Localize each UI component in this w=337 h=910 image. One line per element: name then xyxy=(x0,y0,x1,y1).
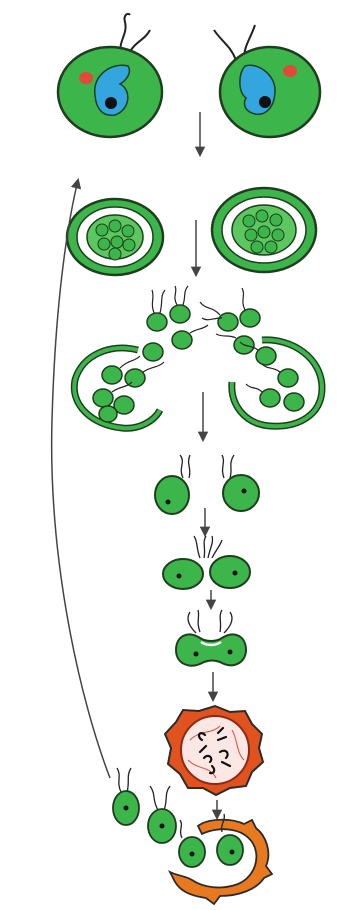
gamete-division-right xyxy=(212,188,316,272)
gamete xyxy=(102,366,122,384)
gamete xyxy=(99,406,117,422)
plasmogamy xyxy=(176,610,246,666)
flagellum xyxy=(117,768,121,792)
flagellum xyxy=(183,286,188,305)
flagellum xyxy=(189,455,190,478)
eyespot xyxy=(283,65,297,77)
flagellum xyxy=(152,290,154,313)
nucleus xyxy=(160,824,165,829)
daughter-cell xyxy=(109,220,121,232)
nucleus xyxy=(124,806,129,811)
flagellum xyxy=(194,536,200,558)
daughter-cell xyxy=(123,239,135,251)
flagellum xyxy=(164,786,170,810)
daughter-cell xyxy=(270,214,282,226)
daughter-cell xyxy=(272,229,284,241)
eyespot xyxy=(79,72,93,84)
daughter-cell xyxy=(109,248,121,260)
flagellum xyxy=(208,536,213,558)
flagellum xyxy=(180,820,182,838)
flagellum xyxy=(216,334,236,338)
gamete xyxy=(284,393,304,411)
daughter-cell xyxy=(258,226,270,238)
daughter-cell xyxy=(256,210,268,222)
gamete-release-right xyxy=(200,288,322,426)
flagellum xyxy=(120,356,140,368)
flagellum xyxy=(230,455,234,478)
gamete-minus xyxy=(223,475,259,511)
nucleus xyxy=(242,489,247,494)
gamete-plus xyxy=(155,476,189,514)
daughter-cell xyxy=(251,241,263,253)
gamete xyxy=(172,331,192,349)
nucleus xyxy=(177,574,182,579)
gamete-release-left xyxy=(74,286,208,428)
flagellum xyxy=(180,455,183,478)
daughter-cell xyxy=(111,236,123,248)
flagellum xyxy=(212,540,222,558)
flagellum xyxy=(198,610,200,632)
flagellum xyxy=(242,288,245,310)
nucleus xyxy=(194,652,199,657)
nucleus xyxy=(190,852,195,857)
daughter-cell xyxy=(122,225,134,237)
flagellum xyxy=(188,612,196,633)
gamete-pair-contact xyxy=(163,536,250,589)
flagellum xyxy=(127,768,131,792)
flagellum xyxy=(222,455,224,478)
gamete-pair-approaching xyxy=(155,455,259,514)
gamete-division-left xyxy=(67,199,163,275)
gamete-plus xyxy=(163,559,203,589)
gamete xyxy=(143,343,163,361)
gamete xyxy=(147,313,167,331)
zygospore xyxy=(165,706,263,795)
nucleus xyxy=(166,500,171,505)
zoospore xyxy=(217,835,243,865)
mature-cell-left xyxy=(58,14,162,137)
flagellum xyxy=(204,536,206,558)
nucleus xyxy=(228,650,233,655)
gamete xyxy=(170,305,190,323)
daughter-cell xyxy=(96,224,108,236)
flagellum xyxy=(143,362,164,372)
nucleus xyxy=(233,571,238,576)
nucleus xyxy=(105,97,117,109)
flagellum xyxy=(246,384,262,392)
flagellum xyxy=(160,290,165,313)
flagellum xyxy=(214,30,236,60)
flagellum xyxy=(224,612,232,633)
gamete xyxy=(256,347,276,365)
nucleus xyxy=(259,96,271,108)
gamete-minus xyxy=(210,556,250,588)
daughter-cell xyxy=(243,215,255,227)
flagellum xyxy=(220,610,222,632)
flagellum xyxy=(150,786,158,810)
nucleus xyxy=(230,850,235,855)
gamete xyxy=(240,309,260,327)
fusing-cells xyxy=(176,634,246,665)
flagellum xyxy=(190,325,208,333)
gamete xyxy=(218,313,238,331)
daughter-cell xyxy=(98,238,110,250)
daughter-cell xyxy=(245,229,257,241)
flagellum xyxy=(175,286,177,305)
flagellum xyxy=(200,302,220,315)
daughter-cell xyxy=(265,241,277,253)
gamete xyxy=(260,389,280,407)
gamete xyxy=(278,369,298,387)
mature-cell-right xyxy=(214,25,320,137)
gamete xyxy=(93,389,113,407)
